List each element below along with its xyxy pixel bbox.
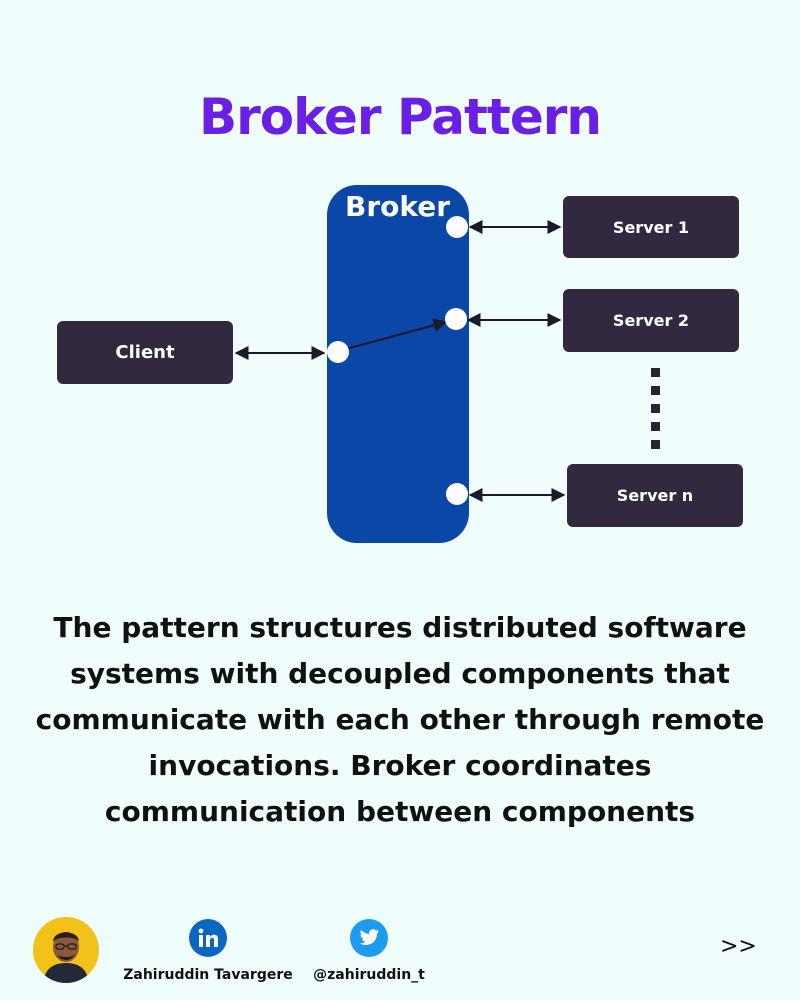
description-line: communicate with each other through remo… [35,703,765,736]
avatar [33,917,99,983]
broker-route-arrow [345,318,448,350]
linkedin-icon[interactable] [189,919,227,957]
server-2-node: Server 2 [563,289,739,352]
server-n-node: Server n [567,464,743,527]
description-line: The pattern structures distributed softw… [53,611,747,644]
page-title: Broker Pattern [198,88,602,146]
next-arrow[interactable]: >> [720,934,757,959]
twitter-link[interactable]: @zahiruddin_t [296,919,442,983]
port-client [327,341,349,363]
client-node: Client [57,321,233,384]
broker-label: Broker [345,190,451,223]
description-line: invocations. Broker coordinates [148,749,652,782]
linkedin-link[interactable]: Zahiruddin Tavargere [118,919,298,983]
port-server-1 [446,216,468,238]
server-2-label: Server 2 [612,311,690,330]
client-label: Client [115,342,175,363]
description-line: communication between components [104,795,696,828]
more-servers-dots [651,368,660,449]
broker-box [327,185,469,543]
twitter-handle: @zahiruddin_t [313,967,425,983]
description: The pattern structures distributed softw… [20,605,780,835]
server-1-node: Server 1 [563,196,739,258]
description-line: systems with decoupled components that [70,657,730,690]
server-n-label: Server n [616,486,694,505]
port-server-n [446,483,468,505]
port-server-2 [445,308,467,330]
connection-lines [234,216,660,505]
twitter-icon[interactable] [350,919,388,957]
author-name: Zahiruddin Tavargere [123,967,293,983]
broker-diagram: Broker Client Server 1 Server 2 Server n [57,185,743,543]
avatar-portrait-icon [33,917,99,983]
server-1-label: Server 1 [612,217,690,237]
